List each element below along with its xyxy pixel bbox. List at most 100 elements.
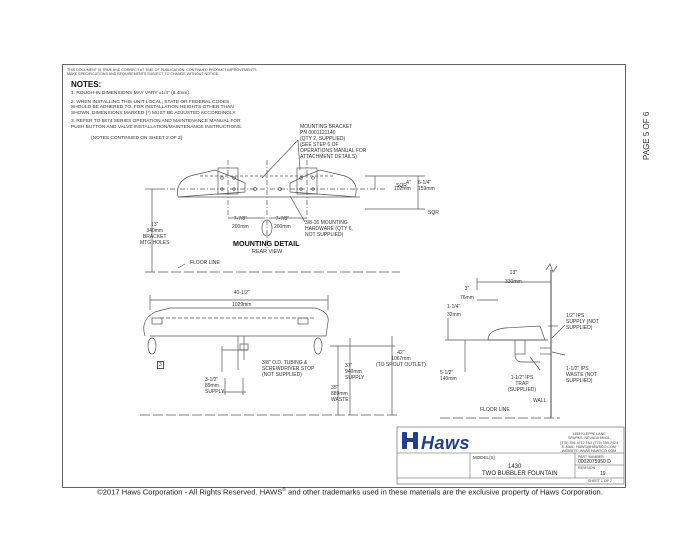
dim-3: 3" 76mm [460,286,474,301]
dim-metric: 32mm [447,312,461,318]
notes-continued: (NOTES CONTINUED ON SHEET 2 OF 2) [91,135,183,141]
front-bubbler-left [147,337,157,355]
dim-metric: 889mm [331,391,348,397]
callout-line: 1-1/2" IPS [510,375,534,381]
callout-line: (SUPPLIED) [508,387,537,393]
revision-value: 19 [600,471,606,477]
wall-label: WALL [533,398,547,404]
sqr-text: SQR [428,210,439,216]
dim-114: 1-1/4" 32mm [447,304,461,318]
dim-label: WASTE [331,397,349,403]
dim-metric: 200mm [274,224,291,230]
callout-line: 3/8" O.D. TUBING & [262,360,308,366]
dim-label: SUPPLY [345,375,365,381]
disclaimer-line: THIS DOCUMENT IS TRUE AND CORRECT AT TIM… [67,68,257,72]
address-line: (775) 359-4712 FAX (775) 359-7424 [560,440,618,445]
dim-metric: 76mm [460,295,474,301]
dim-value: 40-1/2" [233,290,250,296]
notes-title: NOTES: [71,80,102,89]
callout-line: SUPPLY (NOT [566,319,599,325]
dim-metric: 140mm [440,376,457,382]
address-line: E-MAIL: HAWS@HAWSCO.COM [562,444,616,449]
dim-metric: 1029mm [232,302,252,308]
registered-mark: ® [282,487,286,493]
sqr-text: SQR [396,183,407,189]
dim-value: 3" [464,286,470,292]
callout-line: WASTE (NOT [566,372,598,378]
sqr-label-top: SQR [396,183,407,189]
rear-bowl-right [289,169,357,198]
callout-line: ATTACHMENT DETAILS) [300,154,357,160]
callout-line: (SEE STEP 6 OF [300,142,339,148]
dim-metric: 89mm [205,383,219,389]
callout-line: (NOT SUPPLIED) [262,372,302,378]
side-fountain-body [487,325,546,341]
supply-height-dim: 37" 940mm SUPPLY [345,363,364,381]
callout-line: 1-1/2" IPS [566,366,589,372]
dim-value: 3-1/2" [205,377,219,383]
dim-value: 35" [331,385,339,391]
dim-value: 4" [406,180,411,186]
model-number: 1430 [508,464,522,470]
front-fountain-body [143,307,329,337]
note-1: 1. ROUGH-IN DIMENSIONS MAY VARY ±1/4" (6… [71,91,191,96]
dim-metric: 200mm [232,224,249,230]
dim-metric: 102mm [394,186,411,192]
dim-value: 13" [509,270,518,276]
rear-bowl-left [177,169,246,198]
callout-line: (QTY 2, SUPPLIED) [300,136,346,142]
model-description: TWO BUBBLER FOUNTAIN [482,471,558,477]
dim-778-left: 7-7/8" 200mm [232,216,249,230]
dim-metric: 340mm [146,228,164,234]
callout-line: SUPPLIED) [566,325,593,331]
dim-778-right: 7-7/8" 200mm [274,216,291,230]
supply-callout: 1/2" IPS SUPPLY (NOT SUPPLIED) [566,313,599,331]
floor-line-label-side: FLOOR LINE [480,407,510,413]
floor-line-label-rear: FLOOR LINE [190,260,220,266]
dim-value: 5-1/2" [440,370,454,376]
dim-value: 7-7/8" [275,216,289,222]
callout-line: SUPPLIED) [566,378,593,384]
note-3a: 3. REFER TO 5874 SERIES OPERATION AND MA… [71,119,241,125]
address-line: WEBSITE: WWW.HAWSCO.COM [561,449,617,454]
disclaimer-line: MAKE SPECIFICATIONS AND REQUIREMENTS SUB… [67,72,220,77]
callout-line: NOT SUPPLIED) [305,232,344,238]
width-dim: 40-1/2" 1029mm [232,290,251,308]
footer-text: ©2017 Haws Corporation - All Rights Rese… [97,487,283,497]
revision-label: REVISION [578,466,596,470]
callout-line: SCREWDRIVER STOP [262,366,315,372]
note-tag: 3 [157,361,164,369]
dim-value: 6-1/4" [418,180,432,186]
bracket-height-dim: 13" 340mm BRACKET MTG HOLES [140,222,169,246]
sheet-number: SHEET 1 OF 2 [588,479,612,483]
dim-value: 37" [345,363,353,369]
trap-callout: 1-1/2" IPS TRAP (SUPPLIED) [508,375,536,393]
copyright-footer: ©2017 Haws Corporation - All Rights Rese… [0,487,700,497]
spout-height-dim: 42" 1067mm (TO SPOUT OUTLET) [376,350,426,368]
models-label: MODEL(S) [473,455,496,460]
note-2a: 2. WHEN INSTALLING THIS UNIT LOCAL, STAT… [71,99,230,105]
dim-metric: 159mm [418,186,435,192]
dim-metric: 330mm [505,279,522,285]
company-address: 1455 KLEPPE LANE SPARKS, NEVADA 89431 (7… [560,432,618,453]
dim-value: 42" [397,350,405,356]
depth-dim: 13" 330mm [505,270,522,285]
part-number-label: PART NUMBER [578,455,604,459]
bracket-callout: MOUNTING BRACKET PN 0001121140 (QTY 2, S… [300,124,366,160]
dim-metric: 1067mm [391,356,411,362]
callout-line: 1/2" IPS [566,313,585,319]
drawing-sheet [62,64,626,488]
note-2c: SHOWN, DIMENSIONS MARKED (*) MUST BE ADJ… [71,110,237,116]
dim-label: BRACKET [142,234,167,240]
haws-logo-icon [402,432,418,449]
front-bubbler-right [313,337,323,355]
dim-value: 1-1/4" [447,304,461,310]
brand-wordmark: Haws [421,433,471,453]
callout-line: PN 0001121140 [300,130,336,136]
footer-text-end: and other trademarks used in these mater… [285,487,603,497]
dim-4: 4" 102mm [394,180,411,192]
part-number: 0002075950 D [578,459,611,465]
address-line: 1455 KLEPPE LANE [572,432,606,436]
dim-value: 13" [151,222,159,228]
